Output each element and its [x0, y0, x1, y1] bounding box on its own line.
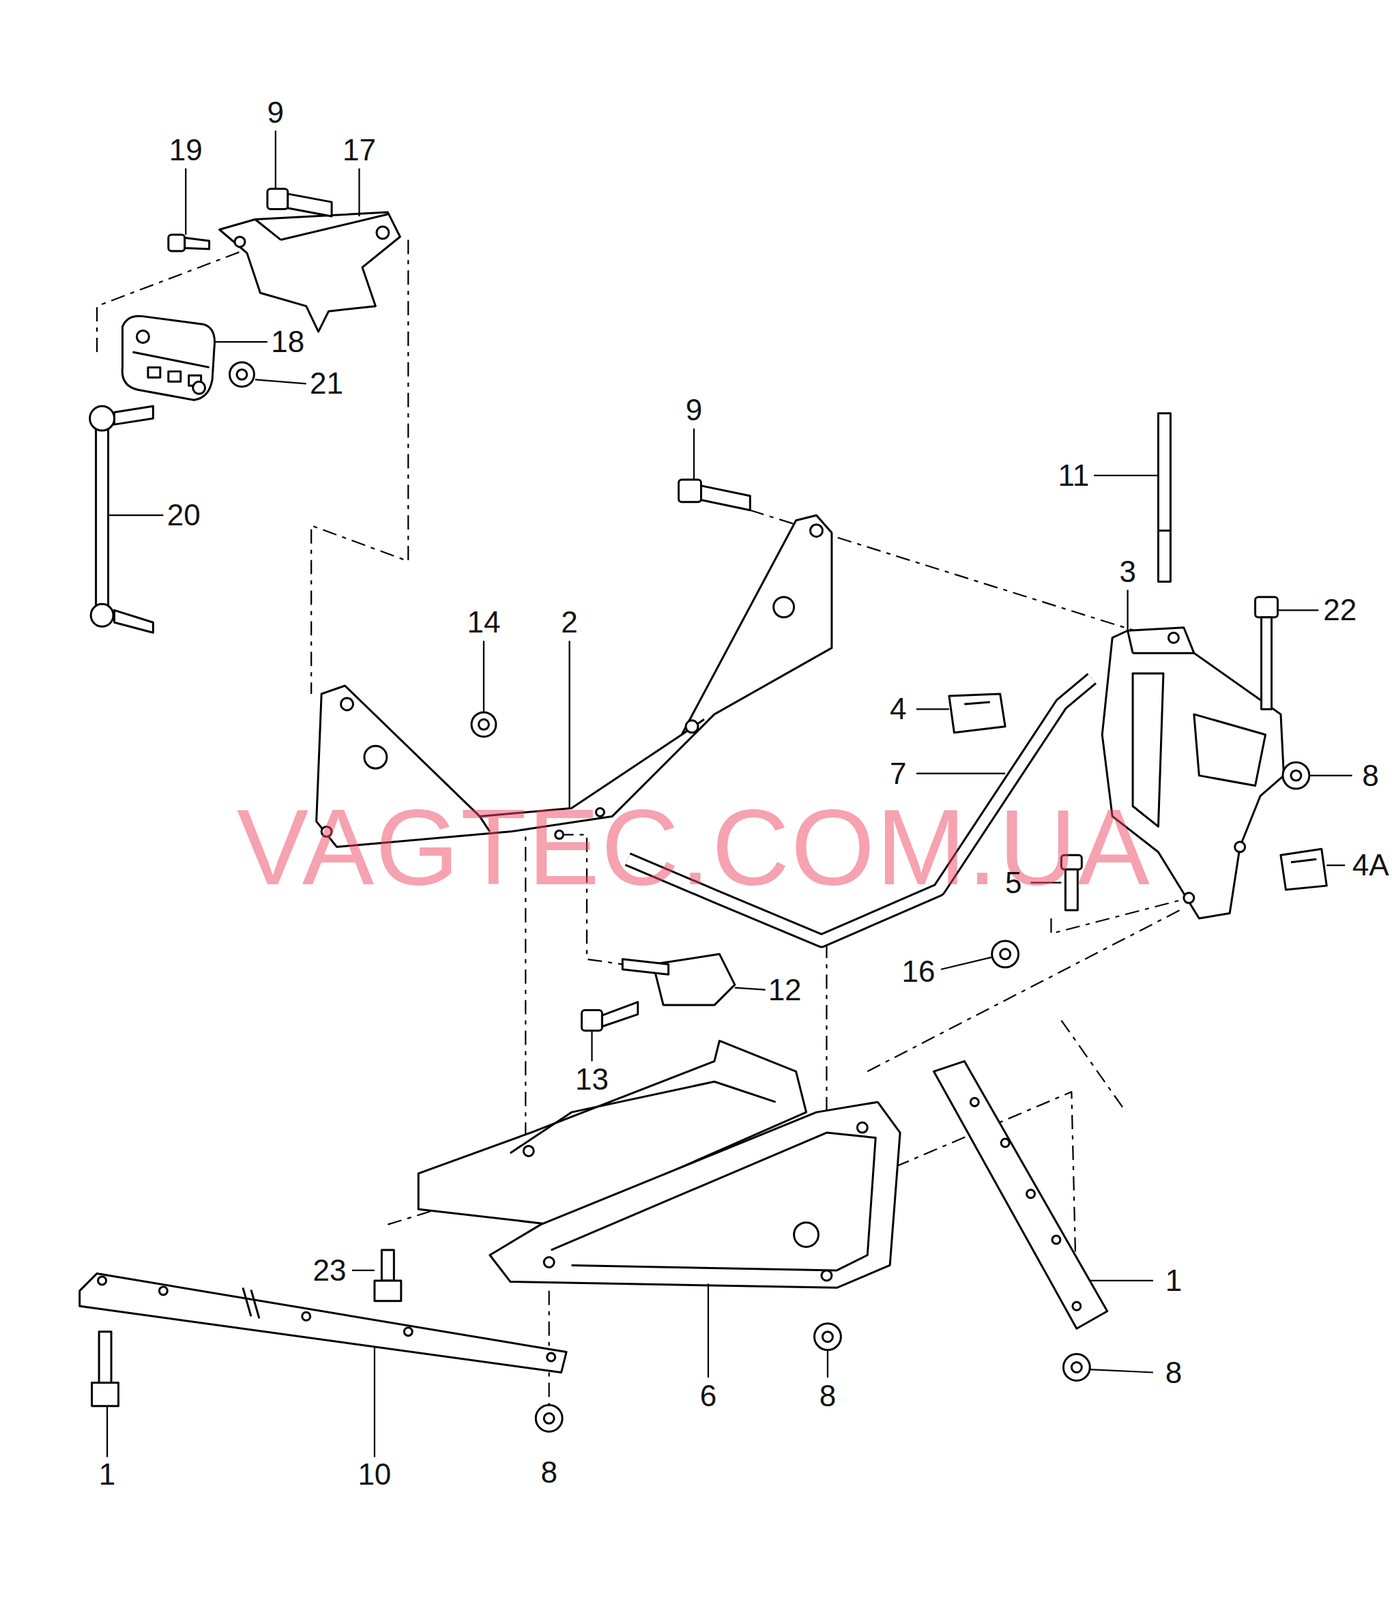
callout-number: 8	[1359, 759, 1381, 793]
callout-number: 17	[340, 133, 379, 167]
callout-number: 11	[1056, 459, 1092, 492]
callout-number: 18	[268, 325, 307, 359]
callout-number: 20	[165, 498, 203, 532]
callout-number: 1	[96, 1458, 118, 1491]
callout-number: 13	[573, 1063, 611, 1096]
callout-number: 21	[307, 367, 346, 400]
callout-number: 8	[1163, 1356, 1184, 1390]
callout-number: 6	[698, 1379, 719, 1413]
callout-number: 4A	[1350, 848, 1392, 882]
callout-number: 8	[817, 1379, 838, 1413]
callout-number: 1	[1163, 1264, 1184, 1298]
callout-number: 9	[265, 96, 286, 129]
callout-number: 8	[538, 1456, 559, 1489]
callout-number: 9	[683, 393, 705, 427]
callout-number: 14	[464, 605, 503, 639]
callout-number: 2	[558, 605, 580, 639]
callout-number: 4	[887, 692, 909, 726]
callout-number: 7	[887, 757, 909, 791]
callout-number: 22	[1321, 593, 1359, 627]
callout-number: 16	[900, 955, 938, 989]
callout-number: 3	[1117, 555, 1138, 589]
callout-number: 5	[1003, 866, 1024, 900]
callout-number: 12	[766, 973, 804, 1007]
callout-number: 10	[355, 1458, 394, 1491]
callout-number: 19	[167, 133, 205, 167]
callout-number: 23	[311, 1254, 349, 1287]
